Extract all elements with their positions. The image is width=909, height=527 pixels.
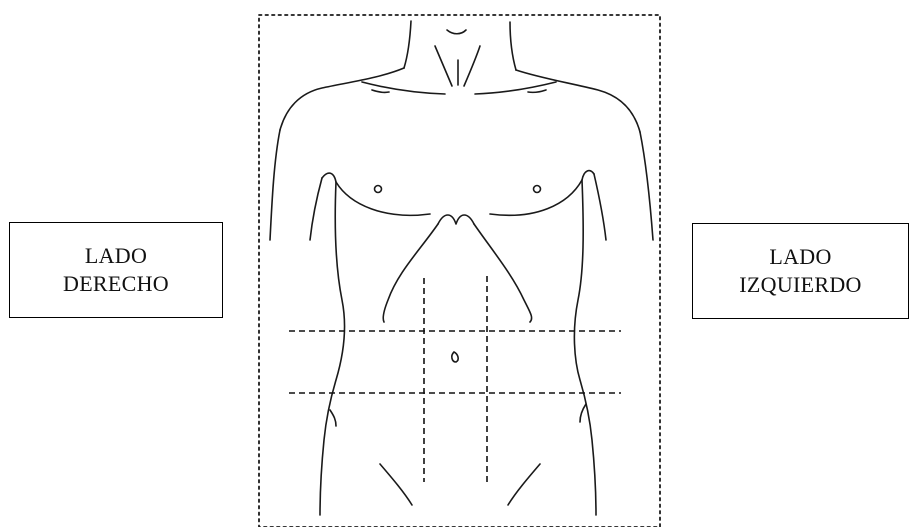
armpit-left <box>322 173 336 182</box>
hip-crease-left <box>380 464 412 505</box>
arm-left-outer <box>270 130 280 240</box>
clavicle-left <box>362 82 445 94</box>
nipple-left <box>375 186 382 193</box>
flank-left <box>320 182 344 515</box>
right-side-label: LADO DERECHO <box>63 242 169 298</box>
clavicle-right-small <box>528 90 546 92</box>
pectoral-left <box>336 182 430 215</box>
armpit-right <box>582 171 594 180</box>
neck-chin <box>447 30 466 34</box>
costal-arch-right <box>474 224 532 322</box>
neck-left <box>404 21 411 68</box>
oblique-right <box>580 404 586 422</box>
flank-right <box>574 180 596 515</box>
arm-right-inner <box>594 174 606 240</box>
neck-right <box>510 22 516 70</box>
arm-left-inner <box>310 178 322 240</box>
arm-right-outer <box>640 132 653 240</box>
figure-frame <box>259 15 660 527</box>
neck-muscle-right <box>464 46 480 86</box>
neck-muscle-left <box>435 46 452 86</box>
left-side-label: LADO IZQUIERDO <box>739 243 861 299</box>
costal-arch-left <box>383 224 438 322</box>
clavicle-left-small <box>372 90 389 92</box>
sternum-notch <box>438 215 474 224</box>
nipple-right <box>534 186 541 193</box>
clavicle-right <box>475 82 556 94</box>
oblique-left <box>330 410 336 426</box>
shoulder-left-line <box>280 68 404 130</box>
shoulder-right-line <box>516 70 640 132</box>
navel <box>452 352 458 362</box>
right-side-label-box: LADO DERECHO <box>9 222 223 318</box>
left-side-label-box: LADO IZQUIERDO <box>692 223 909 319</box>
hip-crease-right <box>508 464 540 505</box>
